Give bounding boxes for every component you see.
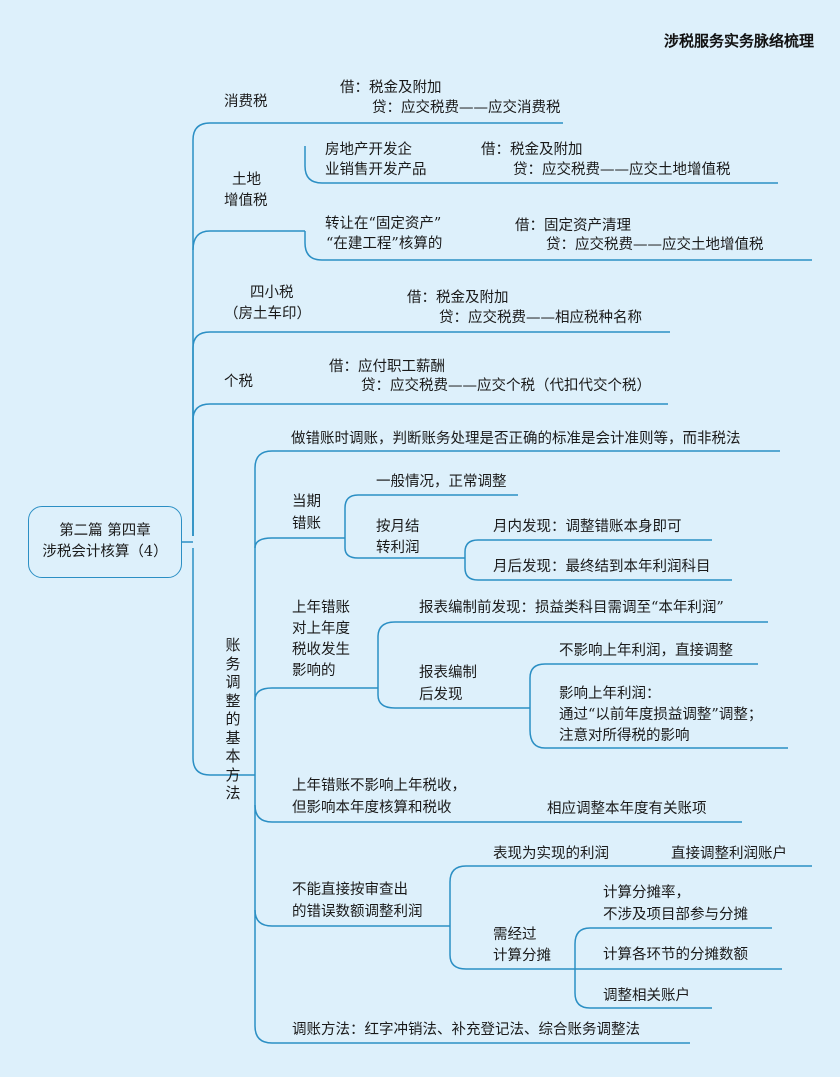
effect-prior-profit-line3: 注意对所得税的影响 bbox=[559, 728, 690, 744]
consumption-tax-debit: 借：税金及附加 bbox=[340, 80, 442, 96]
consumption-tax-label: 消费税 bbox=[224, 94, 268, 110]
within-month-discovery: 月内发现：调整错账本身即可 bbox=[493, 519, 682, 535]
root-node: 第二篇 第四章 涉税会计核算（4） bbox=[28, 506, 182, 578]
page-header: 涉税服务实务脉络梳理 bbox=[663, 32, 814, 50]
individual-tax-credit: 贷：应交税费——应交个税（代扣代交个税） bbox=[361, 378, 651, 394]
adjust-method-label: 账务调整的基本方法 bbox=[225, 636, 241, 802]
allocation-label-line1: 需经过 bbox=[493, 927, 537, 943]
land-vat-case2-debit: 借：固定资产清理 bbox=[515, 218, 631, 234]
current-error-label-line1: 当期 bbox=[292, 494, 321, 510]
individual-tax-debit: 借：应付职工薪酬 bbox=[329, 359, 445, 375]
prior-no-tax-action: 相应调整本年度有关账项 bbox=[547, 801, 707, 817]
realized-profit-action: 直接调整利润账户 bbox=[671, 846, 787, 862]
land-vat-case2-credit: 贷：应交税费——应交土地增值税 bbox=[546, 237, 764, 253]
root-title: 第二篇 第四章 bbox=[59, 523, 151, 539]
allocation-step1-line1: 计算分摊率， bbox=[603, 885, 690, 901]
cannot-direct-label-line2: 的错误数额调整利润 bbox=[292, 904, 423, 920]
land-vat-case2-cond-line1: 转让在“固定资产” bbox=[325, 216, 442, 232]
adjust-principle: 做错账时调账，判断账务处理是否正确的标准是会计准则等，而非税法 bbox=[291, 431, 741, 447]
four-small-taxes-label-line1: 四小税 bbox=[250, 285, 294, 301]
land-vat-case2-cond-line2: “在建工程”核算的 bbox=[326, 236, 443, 252]
land-vat-case1-cond-line1: 房地产开发企 bbox=[325, 142, 412, 158]
prior-affecting-label-line3: 税收发生 bbox=[292, 642, 350, 658]
allocation-step1-line2: 不涉及项目部参与分摊 bbox=[603, 907, 748, 923]
land-vat-case1-debit: 借：税金及附加 bbox=[481, 142, 583, 158]
prior-no-tax-label-line1: 上年错账不影响上年税收， bbox=[292, 778, 466, 794]
monthly-close-line2: 转利润 bbox=[376, 540, 420, 556]
current-error-label-line2: 错账 bbox=[292, 516, 321, 532]
allocation-label-line2: 计算分摊 bbox=[493, 948, 551, 964]
prior-affecting-label-line4: 影响的 bbox=[292, 663, 336, 679]
root-subtitle: 涉税会计核算（4） bbox=[42, 544, 168, 560]
cannot-direct-label-line1: 不能直接按审查出 bbox=[292, 882, 408, 898]
prior-no-tax-label-line2: 但影响本年度核算和税收 bbox=[292, 800, 452, 816]
four-small-taxes-label-line2: （房土车印） bbox=[224, 306, 311, 322]
four-small-taxes-debit: 借：税金及附加 bbox=[407, 290, 509, 306]
consumption-tax-credit: 贷：应交税费——应交消费税 bbox=[372, 100, 561, 116]
current-normal-case: 一般情况，正常调整 bbox=[376, 474, 507, 490]
after-month-discovery: 月后发现：最终结到本年利润科目 bbox=[493, 559, 711, 575]
monthly-close-line1: 按月结 bbox=[376, 519, 420, 535]
effect-prior-profit-line1: 影响上年利润： bbox=[559, 686, 661, 702]
land-vat-label-line2: 增值税 bbox=[224, 193, 268, 209]
land-vat-case1-cond-line2: 业销售开发产品 bbox=[325, 162, 427, 178]
adjustment-methods: 调账方法：红字冲销法、补充登记法、综合账务调整法 bbox=[292, 1022, 640, 1038]
land-vat-case1-credit: 贷：应交税费——应交土地增值税 bbox=[513, 162, 731, 178]
individual-tax-label: 个税 bbox=[224, 374, 253, 390]
land-vat-label-line1: 土地 bbox=[232, 172, 261, 188]
realized-profit: 表现为实现的利润 bbox=[493, 846, 609, 862]
after-report-label-line1: 报表编制 bbox=[419, 665, 477, 681]
four-small-taxes-credit: 贷：应交税费——相应税种名称 bbox=[439, 310, 642, 326]
after-report-label-line2: 后发现 bbox=[419, 687, 463, 703]
allocation-step3: 调整相关账户 bbox=[603, 988, 690, 1004]
prior-affecting-label-line2: 对上年度 bbox=[292, 621, 350, 637]
effect-prior-profit-line2: 通过“以前年度损益调整”调整； bbox=[559, 707, 763, 723]
prior-affecting-label-line1: 上年错账 bbox=[292, 600, 350, 616]
no-effect-prior-profit: 不影响上年利润，直接调整 bbox=[559, 643, 733, 659]
before-report-discovery: 报表编制前发现：损益类科目需调至“本年利润” bbox=[419, 600, 724, 616]
allocation-step2: 计算各环节的分摊数额 bbox=[603, 947, 748, 963]
